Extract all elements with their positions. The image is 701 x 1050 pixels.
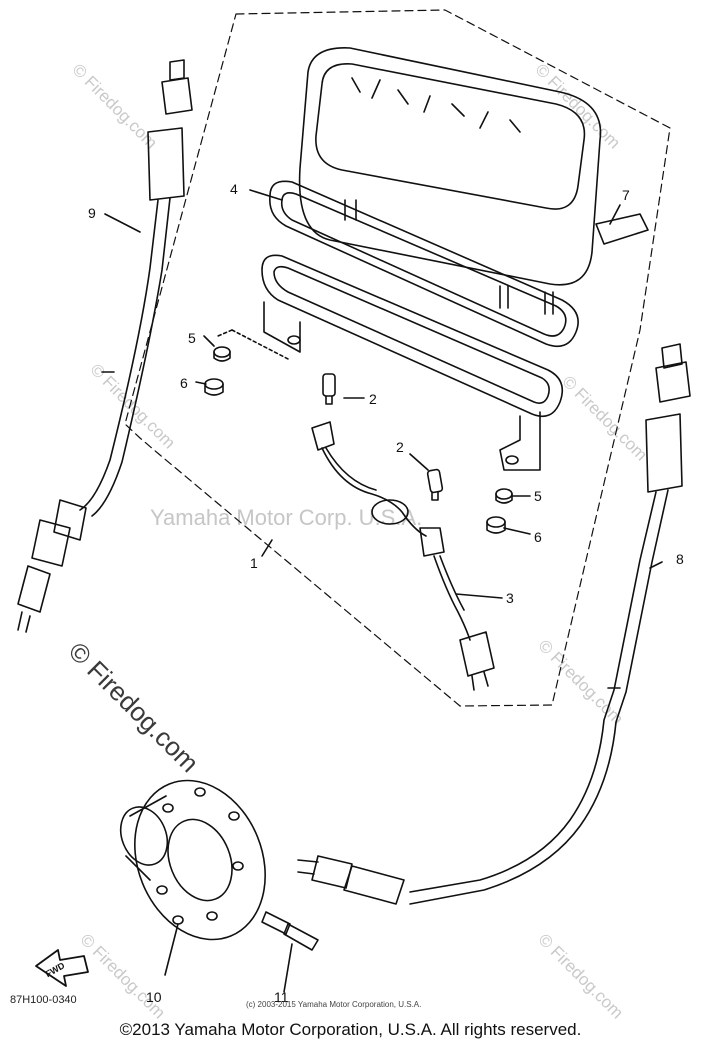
callout-3: 3 [506, 590, 514, 606]
bulb [426, 468, 444, 501]
callout-2: 2 [369, 391, 377, 407]
drive-pinion [261, 911, 319, 951]
meter-bracket [261, 254, 564, 471]
callout-10: 10 [146, 989, 162, 1005]
speedometer-cable-8 [297, 343, 691, 905]
copyright-notice: ©2013 Yamaha Motor Corporation, U.S.A. A… [119, 1020, 582, 1039]
callout-6: 6 [180, 375, 188, 391]
grommet [204, 378, 224, 390]
small-copyright: (c) 2003-2015 Yamaha Motor Corporation, … [246, 1000, 422, 1009]
callout-5: 5 [188, 330, 196, 346]
meter-housing [298, 47, 649, 315]
watermark-yamaha: Yamaha Motor Corp. U.S.A. [150, 505, 423, 530]
wire-harness [311, 421, 495, 691]
assembly-boundary [124, 9, 671, 707]
callout-7: 7 [622, 187, 630, 203]
callout-4: 4 [230, 181, 238, 197]
callout-8: 8 [676, 551, 684, 567]
bulb [322, 373, 336, 405]
washer [213, 346, 231, 358]
washer [495, 488, 513, 500]
speedometer-cable-9 [17, 59, 193, 633]
callout-2: 2 [396, 439, 404, 455]
callout-5: 5 [534, 488, 542, 504]
callout-9: 9 [88, 205, 96, 221]
meter-gasket [269, 180, 579, 348]
fwd-arrow [35, 949, 89, 987]
callout-6: 6 [534, 529, 542, 545]
drawing-code: 87H100-0340 [10, 994, 77, 1006]
speedometer-gear-hub [119, 779, 266, 941]
callout-1: 1 [250, 555, 258, 571]
grommet [486, 516, 506, 528]
callout-11: 11 [274, 989, 289, 1005]
